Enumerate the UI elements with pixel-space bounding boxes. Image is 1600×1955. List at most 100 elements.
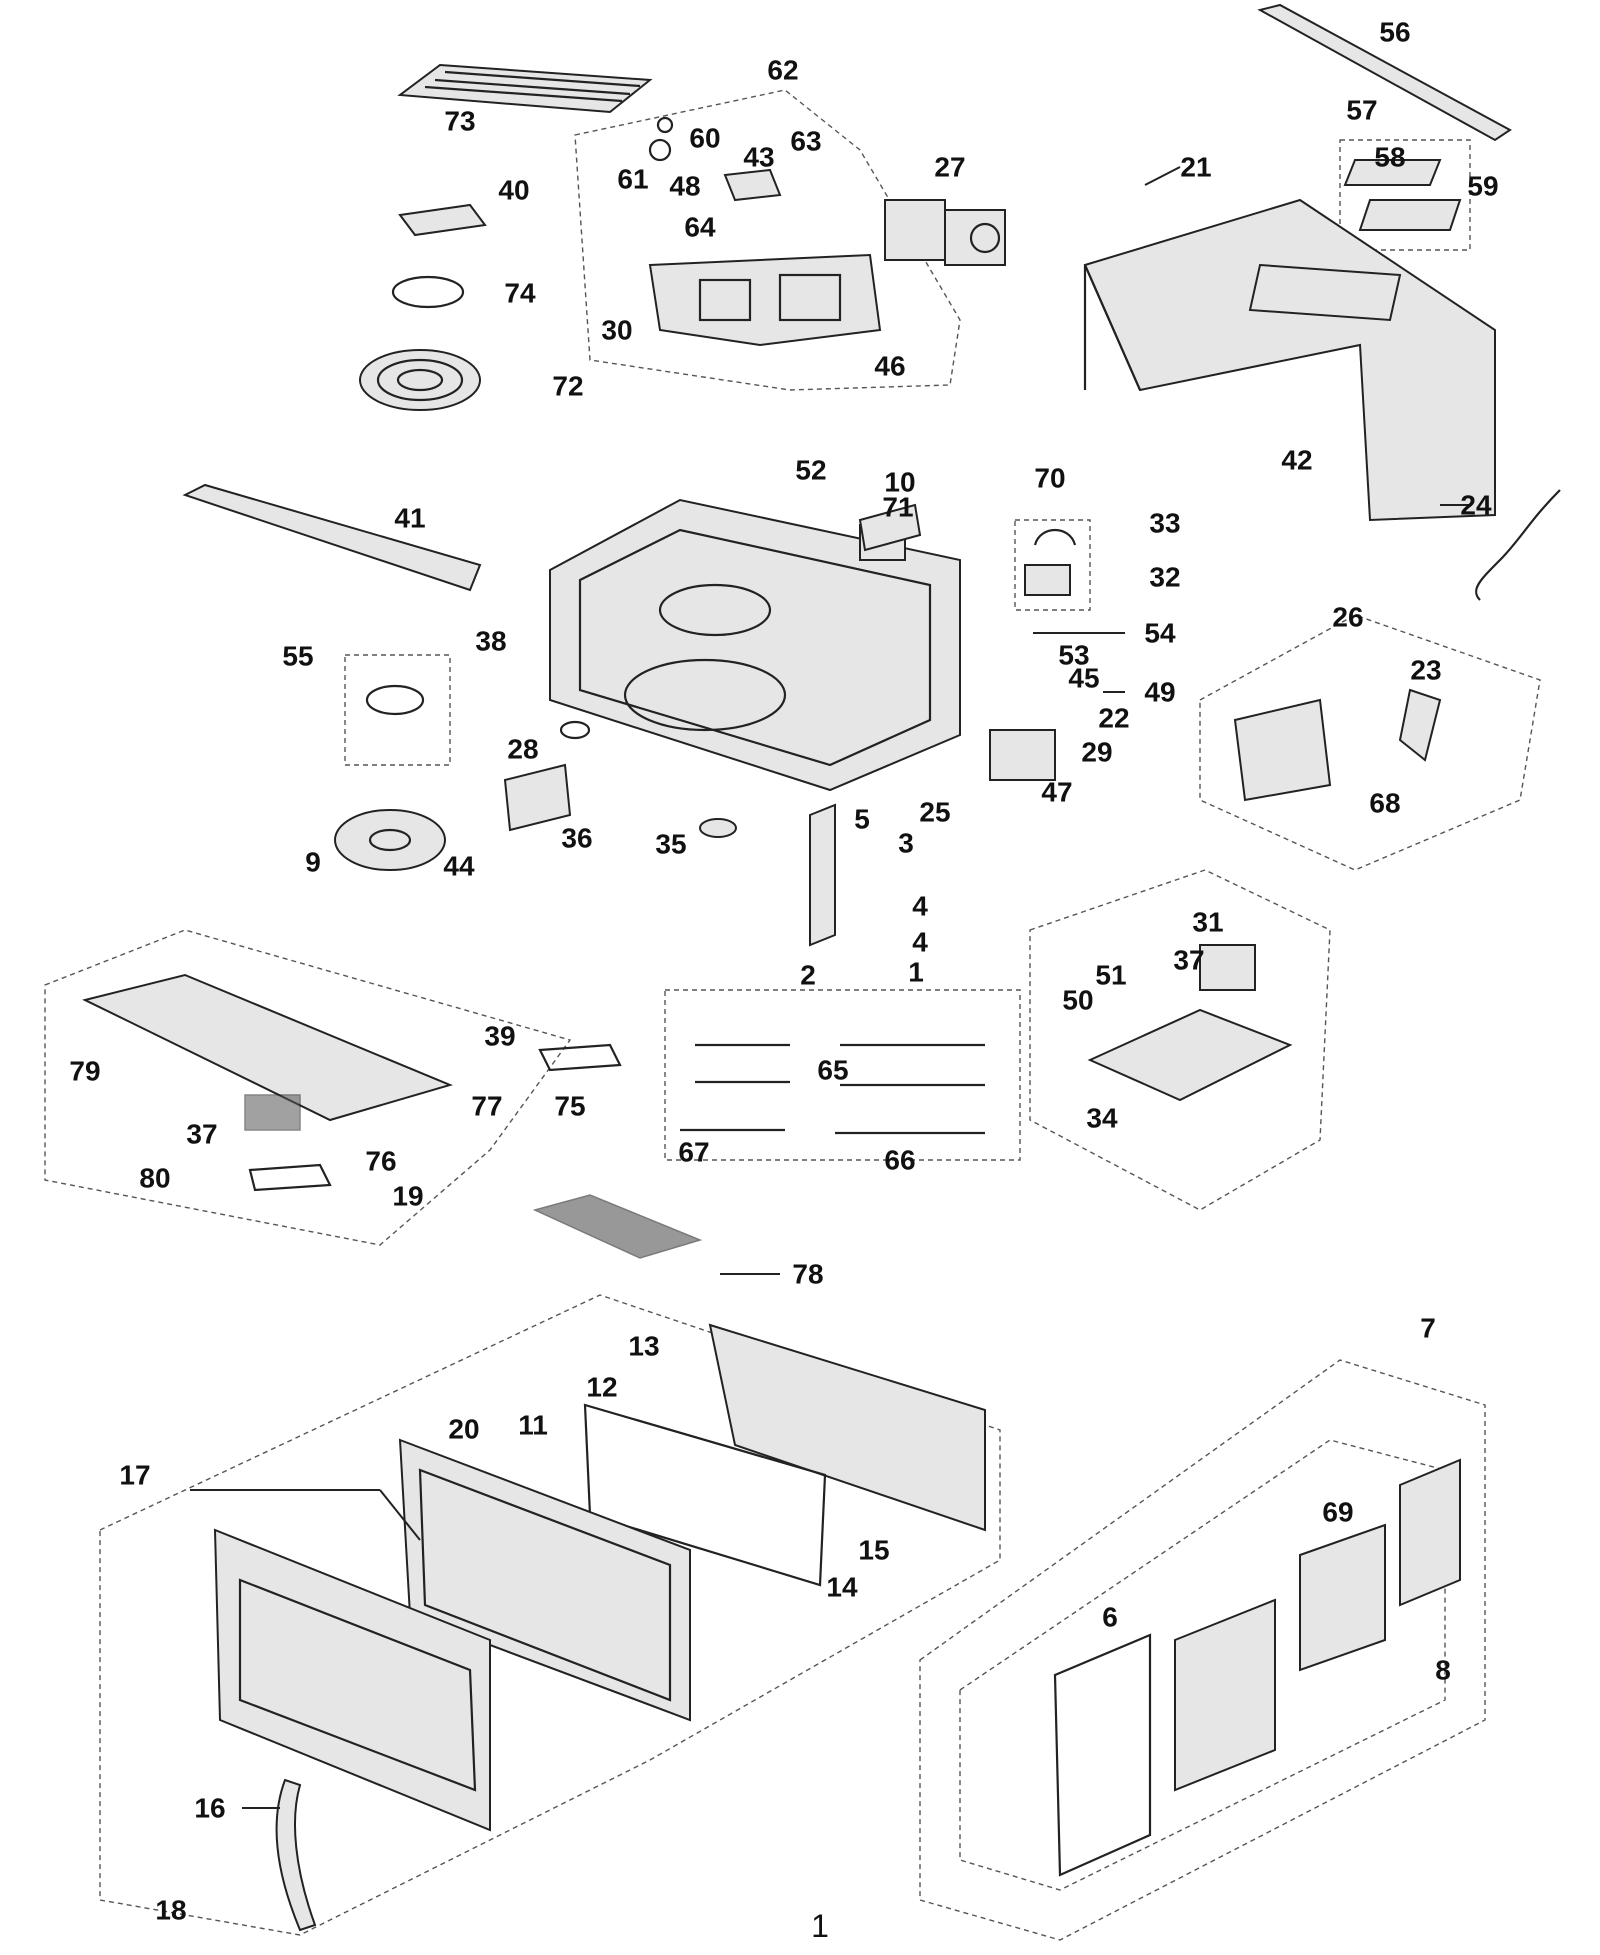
callout-c49: 49	[1144, 677, 1175, 708]
callout-c22: 22	[1098, 703, 1129, 734]
bar-part-56	[1257, 3, 1512, 142]
callout-labels: 1234456789101112131415161718192021222324…	[69, 17, 1498, 1926]
callout-c42: 42	[1281, 445, 1312, 476]
outline-group-75	[44, 929, 572, 1246]
outline-group-70	[1014, 519, 1091, 611]
callout-c13: 13	[628, 1331, 659, 1362]
callout-c57: 57	[1346, 95, 1377, 126]
callout-c17: 17	[119, 1460, 150, 1491]
callout-c64: 64	[684, 212, 716, 243]
group-outlines	[44, 89, 1541, 1941]
callout-c53: 53	[1058, 640, 1089, 671]
leader-lines	[190, 166, 1470, 1809]
bracket-part-32	[1024, 564, 1071, 596]
grille-part-73	[397, 63, 653, 114]
latch-assembly-part-5	[809, 803, 836, 947]
callout-c51: 51	[1095, 960, 1126, 991]
housing-part-68	[1233, 698, 1332, 802]
callout-c38: 38	[475, 626, 506, 657]
callout-c5: 5	[854, 804, 870, 835]
callout-c28: 28	[507, 734, 538, 765]
board-part-8	[1399, 1458, 1461, 1607]
panel-part-59	[1358, 199, 1462, 231]
handle-part-16	[275, 1778, 317, 1932]
callout-c18: 18	[155, 1895, 186, 1926]
callout-c3: 3	[898, 828, 914, 859]
grille-part-36	[503, 763, 572, 832]
callout-c59: 59	[1467, 171, 1498, 202]
callout-c45: 45	[1068, 663, 1099, 694]
outline-group-62	[574, 89, 961, 391]
outline-group-57	[1339, 139, 1471, 251]
callout-c54: 54	[1144, 618, 1176, 649]
page-number: 1	[811, 1908, 829, 1944]
callout-c43: 43	[743, 142, 774, 173]
callout-c26: 26	[1332, 602, 1363, 633]
callout-c75: 75	[554, 1091, 585, 1122]
vent-grille-part-41	[182, 483, 482, 592]
callout-c80: 80	[139, 1163, 170, 1194]
callout-c56: 56	[1379, 17, 1410, 48]
vent-part-76	[244, 1094, 301, 1131]
callout-c32: 32	[1149, 562, 1180, 593]
outline-group-hardware	[664, 989, 1021, 1161]
callout-c48: 48	[669, 171, 700, 202]
callout-c4b: 4	[912, 927, 928, 958]
callout-c33: 33	[1149, 508, 1180, 539]
fan-part-44	[334, 809, 446, 871]
cap-part-28	[559, 720, 591, 740]
callout-c27: 27	[934, 152, 965, 183]
panel-part-58	[1343, 159, 1442, 186]
callout-c72: 72	[552, 371, 583, 402]
stirrer-part-55	[365, 684, 425, 716]
callout-c55: 55	[282, 641, 313, 672]
callout-c46: 46	[874, 351, 905, 382]
callout-c58: 58	[1374, 142, 1405, 173]
bottom-plate-part-77	[82, 973, 454, 1122]
outline-group-34	[1029, 869, 1331, 1211]
callout-c10: 10	[884, 467, 915, 498]
callout-c73: 73	[444, 106, 475, 137]
touch-panel-part-6	[1174, 1598, 1276, 1792]
filter-part-71	[858, 503, 922, 552]
callout-c19: 19	[392, 1181, 423, 1212]
callout-c76: 76	[365, 1146, 396, 1177]
callout-c15: 15	[858, 1535, 889, 1566]
control-panel-part	[1053, 1458, 1461, 1877]
bracket-assembly-part-64	[648, 116, 882, 347]
outline-group-7-inner	[959, 1439, 1446, 1891]
callout-c41: 41	[394, 503, 425, 534]
filter-part-40	[398, 203, 487, 237]
callout-c35: 35	[655, 829, 686, 860]
label-part-39	[538, 1043, 622, 1072]
callout-c62: 62	[767, 55, 798, 86]
outline-group-55	[344, 654, 451, 766]
motor-part-27	[884, 199, 1006, 266]
turntable-part-72	[359, 349, 481, 411]
callout-c74: 74	[504, 278, 536, 309]
callout-c67: 67	[678, 1137, 709, 1168]
fan-blade-part-23	[1398, 688, 1442, 762]
callout-c11: 11	[518, 1410, 548, 1441]
outer-cabinet-part	[1083, 198, 1496, 522]
callout-c31: 31	[1192, 907, 1223, 938]
control-board-part-69	[1299, 1523, 1386, 1672]
callout-c1: 1	[908, 957, 924, 988]
callout-c37b: 37	[186, 1119, 217, 1150]
callout-c7: 7	[1420, 1313, 1436, 1344]
callout-c2: 2	[800, 960, 816, 991]
callout-c69: 69	[1322, 1497, 1353, 1528]
callout-c34: 34	[1086, 1103, 1118, 1134]
callout-c68: 68	[1369, 788, 1400, 819]
callout-c71: 71	[882, 492, 913, 523]
callout-c70: 70	[1034, 463, 1065, 494]
cover-part-19	[248, 1163, 332, 1192]
callout-c9: 9	[305, 847, 321, 878]
callout-c6: 6	[1102, 1602, 1118, 1633]
clip-part-33	[1033, 529, 1077, 546]
callout-c24: 24	[1460, 490, 1492, 521]
callout-c39: 39	[484, 1021, 515, 1052]
callout-c40: 40	[498, 175, 529, 206]
outline-group-18	[99, 1294, 1001, 1936]
